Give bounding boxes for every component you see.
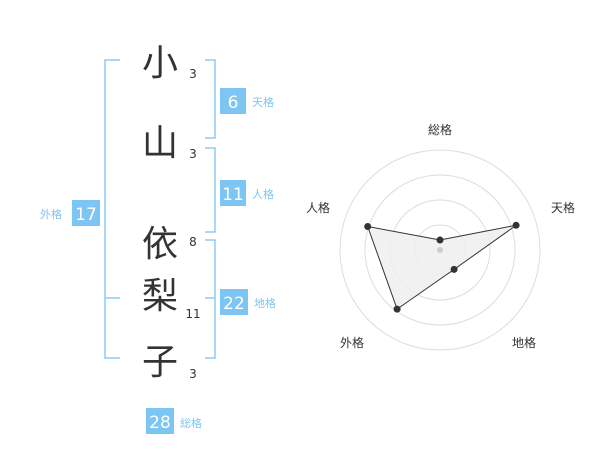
stroke-count-1: 3	[189, 67, 197, 81]
radar-label-chikaku: 地格	[512, 335, 536, 350]
tenkaku-value: 6	[228, 93, 239, 113]
tenkaku-bracket	[205, 59, 216, 139]
radar-point-2	[512, 221, 520, 229]
name-char-4: 梨	[142, 276, 178, 317]
jinkaku-label: 人格	[252, 187, 274, 201]
radar-label-tenkaku: 天格	[551, 200, 575, 215]
chikaku-value: 22	[223, 294, 245, 314]
jinkaku-value-box	[220, 180, 246, 206]
jinkaku-badge: 11 人格	[220, 180, 274, 206]
chikaku-label: 地格	[254, 296, 276, 310]
stroke-count-4: 11	[185, 307, 200, 321]
tenkaku-value-box	[220, 88, 246, 114]
gaikaku-badge: 外格 17	[40, 200, 100, 226]
chikaku-bracket	[205, 239, 216, 359]
name-column: 小 山 依 梨 子	[142, 43, 178, 383]
gaikaku-bracket	[104, 59, 120, 359]
stroke-count-2: 3	[189, 147, 197, 161]
gaikaku-label: 外格	[40, 207, 62, 221]
soukaku-value-box	[146, 408, 174, 434]
soukaku-label: 総格	[180, 416, 202, 430]
radar-label-gaikaku: 外格	[340, 335, 364, 350]
radar-label-soukaku: 総格	[428, 122, 452, 137]
name-char-1: 小	[142, 43, 178, 84]
tenkaku-label: 天格	[252, 95, 274, 109]
radar-point-3	[450, 265, 458, 273]
radar-ring-4	[339, 149, 541, 351]
radar-points	[364, 221, 520, 313]
stroke-count-3: 8	[189, 235, 197, 249]
radar-point-5	[364, 223, 372, 230]
chikaku-value-box	[220, 289, 248, 315]
chikaku-badge: 22 地格	[220, 289, 276, 315]
name-char-3: 依	[142, 224, 178, 265]
stroke-count-5: 3	[189, 367, 197, 381]
gaikaku-value-box	[72, 200, 100, 226]
tenkaku-badge: 6 天格	[220, 88, 274, 114]
jinkaku-value: 11	[222, 185, 244, 205]
radar-center-dot	[437, 247, 443, 253]
jinkaku-bracket	[205, 147, 216, 233]
name-char-5: 子	[142, 342, 178, 383]
name-char-2: 山	[142, 123, 178, 164]
radar-axis-labels: 総格 天格 地格 外格 人格	[306, 122, 575, 350]
radar-point-4	[393, 305, 401, 313]
soukaku-badge: 28 総格	[146, 408, 202, 434]
gaikaku-value: 17	[75, 205, 97, 225]
stroke-counts: 3 3 8 11 3	[185, 67, 200, 381]
radar-point-1	[436, 236, 444, 244]
radar-label-jinkaku: 人格	[306, 200, 330, 215]
radar-chart: 総格 天格 地格 外格 人格	[306, 122, 575, 351]
radar-area	[366, 224, 517, 310]
brackets	[104, 59, 216, 359]
soukaku-value: 28	[149, 413, 171, 433]
radar-ring-3	[364, 174, 516, 326]
